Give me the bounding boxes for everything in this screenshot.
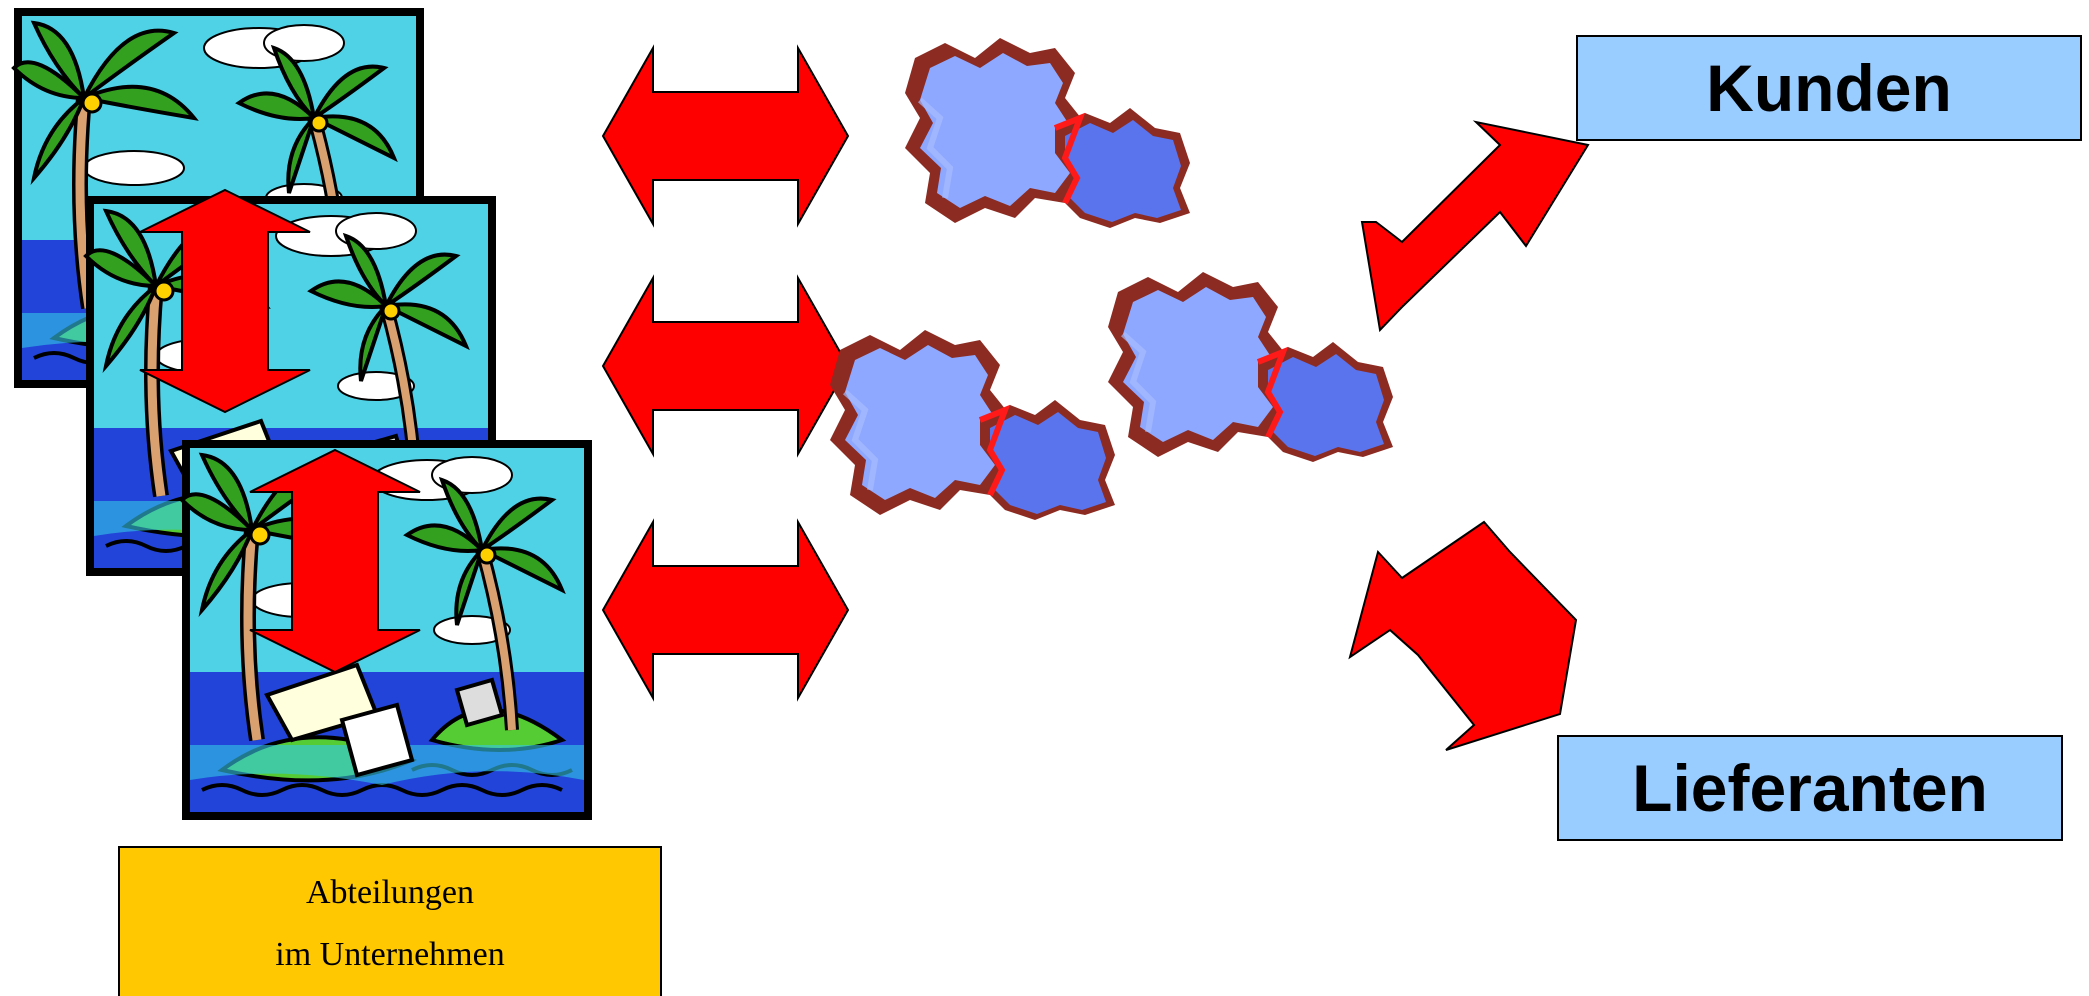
suppliers-label: Lieferanten xyxy=(1632,750,1988,826)
diagonal-double-arrow-customers xyxy=(1362,122,1588,330)
customers-label: Kunden xyxy=(1706,50,1952,126)
customers-box: Kunden xyxy=(1576,35,2082,141)
gear-cluster-top xyxy=(905,38,1190,228)
horizontal-double-arrow-3 xyxy=(603,522,848,698)
departments-label-line1: Abteilungen xyxy=(306,862,474,924)
suppliers-box: Lieferanten xyxy=(1557,735,2063,841)
departments-label-line2: im Unternehmen xyxy=(275,924,504,986)
horizontal-double-arrow-1 xyxy=(603,48,848,224)
horizontal-double-arrow-2 xyxy=(603,278,848,454)
diagonal-double-arrow-suppliers xyxy=(1350,522,1576,750)
gear-cluster-left xyxy=(830,330,1115,520)
departments-box: Abteilungen im Unternehmen xyxy=(118,846,662,996)
gear-cluster-right xyxy=(1108,272,1393,462)
